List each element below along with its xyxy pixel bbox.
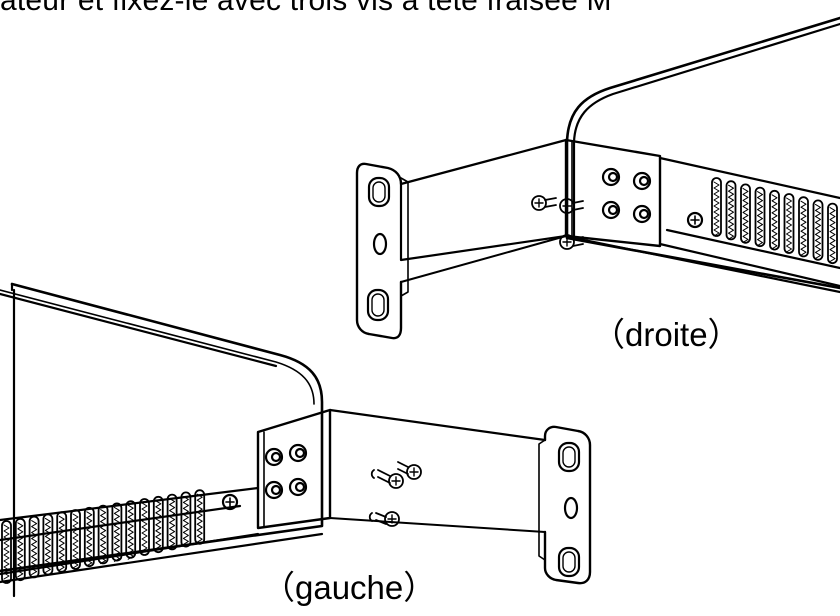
vent-hatch xyxy=(757,191,763,247)
vent-hatch xyxy=(100,509,107,565)
instruction-text: ateur et fixez-le avec trois vis à tête … xyxy=(0,0,612,17)
vent-slot xyxy=(111,502,123,562)
left-screws xyxy=(368,461,422,527)
right-screws xyxy=(531,195,584,250)
right-device-screw xyxy=(686,211,704,229)
vent-hatch xyxy=(713,181,720,237)
vent-slot xyxy=(1,520,12,584)
vent-hatch xyxy=(31,520,38,576)
vent-slot xyxy=(740,183,751,244)
vent-hatch xyxy=(3,524,10,580)
vent-slot xyxy=(812,199,824,261)
left-mounting-bracket xyxy=(256,408,592,585)
vent-slot xyxy=(139,498,150,556)
vent-slot xyxy=(28,515,40,579)
vent-slot xyxy=(827,202,838,265)
vent-slot xyxy=(725,180,737,241)
vent-hatch xyxy=(169,498,176,548)
vent-hatch xyxy=(141,502,148,552)
vent-slot xyxy=(70,509,81,570)
vent-hatch xyxy=(17,522,24,578)
vent-hatch xyxy=(196,493,203,543)
vent-slot xyxy=(783,193,795,254)
vent-hatch xyxy=(44,517,51,573)
vent-slot xyxy=(14,517,26,582)
vent-slot xyxy=(152,495,164,554)
vent-slot xyxy=(798,196,809,258)
vent-hatch xyxy=(742,187,749,243)
left-device-screw xyxy=(221,493,239,511)
vent-slot xyxy=(97,504,109,565)
vent-hatch xyxy=(155,500,162,550)
vent-hatch xyxy=(815,203,821,259)
vent-hatch xyxy=(786,197,792,253)
vent-hatch xyxy=(182,495,189,545)
vent-hatch xyxy=(58,515,65,571)
vent-slot xyxy=(711,177,722,237)
vent-hatch xyxy=(829,207,836,263)
vent-slot xyxy=(769,189,780,251)
vent-slot xyxy=(83,506,95,568)
vent-slot xyxy=(194,489,206,545)
label-left: （gauche） xyxy=(262,569,437,606)
label-right: （droite） xyxy=(592,316,741,353)
vent-slot xyxy=(180,491,192,548)
vent-hatch xyxy=(800,200,807,256)
vent-slot xyxy=(42,513,54,576)
vent-hatch xyxy=(86,511,93,567)
vent-slot xyxy=(56,511,68,573)
vent-slot xyxy=(754,186,766,248)
vent-hatch xyxy=(127,504,134,560)
right-device-vents xyxy=(711,177,838,265)
left-device-vents xyxy=(1,489,206,584)
right-mounting-bracket xyxy=(355,138,662,340)
left-device-chassis xyxy=(0,282,324,598)
vent-slot xyxy=(166,493,178,551)
vent-hatch xyxy=(72,513,79,569)
vent-hatch xyxy=(113,506,120,562)
vent-hatch xyxy=(728,184,734,240)
vent-hatch xyxy=(771,194,778,250)
